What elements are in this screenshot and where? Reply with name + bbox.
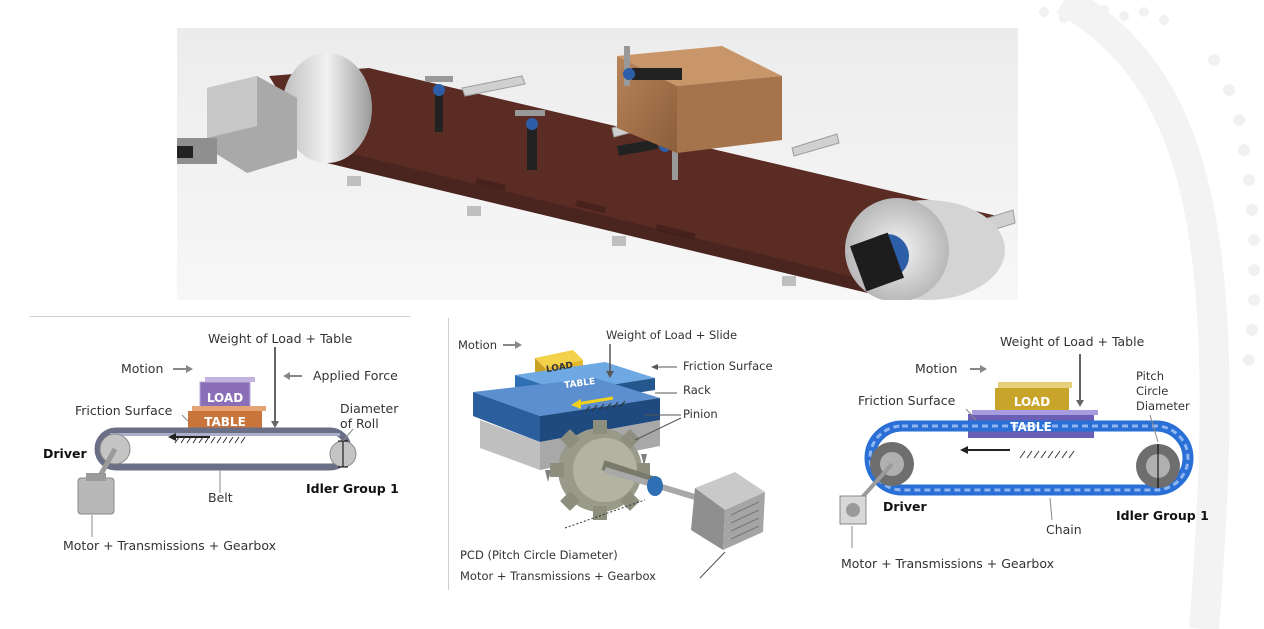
belt-belt-label: Belt xyxy=(208,490,233,505)
chain-motor-label: Motor + Transmissions + Gearbox xyxy=(841,556,1054,571)
chain-driver-label: Driver xyxy=(883,499,927,514)
belt-motor-label: Motor + Transmissions + Gearbox xyxy=(63,538,276,553)
conveyor-illustration xyxy=(177,28,1018,300)
belt-driver-label: Driver xyxy=(43,446,87,461)
belt-diagram: LOAD TABLE xyxy=(77,347,357,537)
rail-supports xyxy=(347,176,796,286)
decorative-background xyxy=(1039,0,1260,629)
rack-pinion-label: Pinion xyxy=(683,407,718,421)
chain-pitch-label-1: Pitch xyxy=(1136,369,1164,383)
rack-friction-label: Friction Surface xyxy=(683,359,773,373)
chain-pitch-label-2: Circle xyxy=(1136,384,1169,398)
belt-weight-label: Weight of Load + Table xyxy=(208,331,353,346)
left-drum xyxy=(282,53,372,163)
top-belt xyxy=(269,68,997,290)
left-gearbox xyxy=(177,76,297,173)
belt-applied-force-label: Applied Force xyxy=(313,368,398,383)
chain-friction-hatch xyxy=(1019,450,1075,459)
rack-table-label: TABLE xyxy=(564,377,596,391)
chain-table-text: TABLE xyxy=(1010,420,1052,434)
chain-diagram: LOAD TABLE xyxy=(839,354,1194,548)
chain-pitch-label-3: Diameter xyxy=(1136,399,1190,413)
rack-motor-label: Motor + Transmissions + Gearbox xyxy=(460,569,656,583)
rack-pcd-label: PCD (Pitch Circle Diameter) xyxy=(460,548,618,562)
chain-load-text: LOAD xyxy=(1014,395,1050,409)
load-block xyxy=(199,381,251,411)
belt-friction-label: Friction Surface xyxy=(75,403,173,418)
chain-friction-label: Friction Surface xyxy=(858,393,956,408)
belt-marks xyxy=(475,177,696,241)
rack-pinion-diagram: LOAD TABLE xyxy=(473,341,765,579)
belt-diameter-label-2: of Roll xyxy=(340,416,379,431)
chain-load-block xyxy=(995,388,1069,412)
cardboard-box xyxy=(617,46,782,153)
rack-motor xyxy=(691,472,765,550)
rack-friction-hatch xyxy=(584,400,626,413)
motor-block xyxy=(77,477,115,515)
load-label: LOAD xyxy=(207,391,243,405)
sensor-1 xyxy=(425,76,453,132)
table-label: TABLE xyxy=(204,415,246,429)
chain-idler-label: Idler Group 1 xyxy=(1116,508,1209,523)
sensor-2 xyxy=(515,110,545,170)
rack-weight-label: Weight of Load + Slide xyxy=(606,328,738,342)
panel-top-rule xyxy=(30,316,410,317)
rack-motion-label: Motion xyxy=(458,338,497,352)
chain-chain-label: Chain xyxy=(1046,522,1082,537)
right-motor xyxy=(849,232,909,292)
belt-diameter-label-1: Diameter xyxy=(340,401,399,416)
table-block xyxy=(188,411,262,431)
belt-loop xyxy=(94,427,352,471)
belt-idler-label: Idler Group 1 xyxy=(306,481,399,496)
rack-rack-label: Rack xyxy=(683,383,711,397)
rack-load-label: LOAD xyxy=(545,361,574,376)
chain-weight-label: Weight of Load + Table xyxy=(1000,334,1145,349)
chain-motion-label: Motion xyxy=(915,361,958,376)
return-belt xyxy=(327,148,897,300)
belt-motion-label: Motion xyxy=(121,361,164,376)
panel-divider xyxy=(448,318,449,590)
